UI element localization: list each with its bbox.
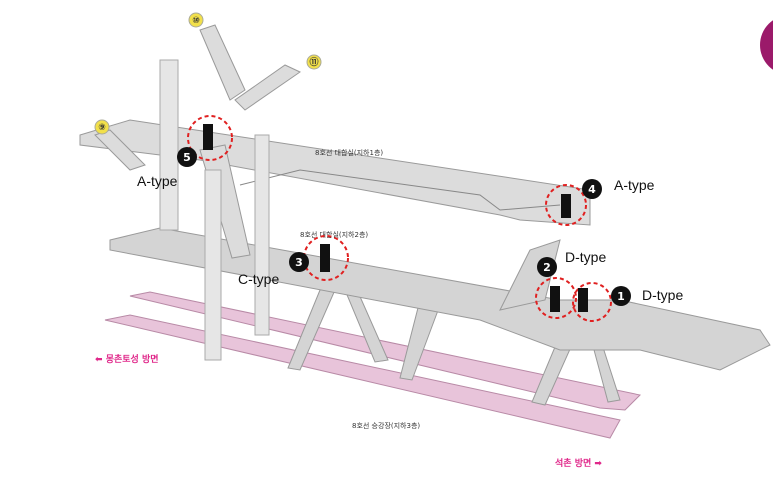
exit-11: ⑪ xyxy=(306,54,322,70)
svg-text:D-type: D-type xyxy=(565,249,606,265)
exit-9: ⑨ xyxy=(94,119,110,135)
level-b2-label: 8호선 대합실(지하2층) xyxy=(300,230,368,239)
direction-right: 석촌 방면 ➡ xyxy=(555,457,602,469)
svg-text:4: 4 xyxy=(588,183,596,196)
level-b2 xyxy=(109,227,771,371)
svg-text:3: 3 xyxy=(295,256,303,269)
marker-4[interactable]: 4 A-type xyxy=(545,177,655,226)
svg-text:5: 5 xyxy=(183,151,191,164)
svg-text:⑪: ⑪ xyxy=(309,56,318,68)
svg-text:A-type: A-type xyxy=(137,173,178,189)
elevator-shaft xyxy=(159,59,179,231)
exit-10: ⑩ xyxy=(188,12,204,28)
marker-5[interactable]: 5 A-type xyxy=(137,115,233,189)
elevator-shaft xyxy=(204,169,222,361)
svg-text:⑨: ⑨ xyxy=(98,123,106,133)
platform-track-1 xyxy=(104,314,621,439)
level-b1-label: 8호선 대합실(지하1층) xyxy=(315,148,383,157)
svg-text:⑩: ⑩ xyxy=(192,16,200,26)
marker-1[interactable]: 1 D-type xyxy=(572,282,683,322)
svg-text:D-type: D-type xyxy=(642,287,683,303)
elevator-shaft xyxy=(254,134,270,336)
marker-2[interactable]: 2 D-type xyxy=(535,249,606,319)
corner-badge xyxy=(760,20,773,70)
corridor-line xyxy=(239,169,561,211)
marker-3[interactable]: 3 C-type xyxy=(238,235,349,287)
exit-11-passage xyxy=(234,64,302,111)
exit-10-passage xyxy=(199,24,246,101)
direction-left: ⬅ 몽촌토성 방면 xyxy=(95,353,159,365)
svg-text:C-type: C-type xyxy=(238,271,279,287)
svg-text:A-type: A-type xyxy=(614,177,655,193)
level-b3-label: 8호선 승강장(지하3층) xyxy=(352,421,420,430)
svg-text:1: 1 xyxy=(617,290,625,303)
svg-text:2: 2 xyxy=(543,261,551,274)
